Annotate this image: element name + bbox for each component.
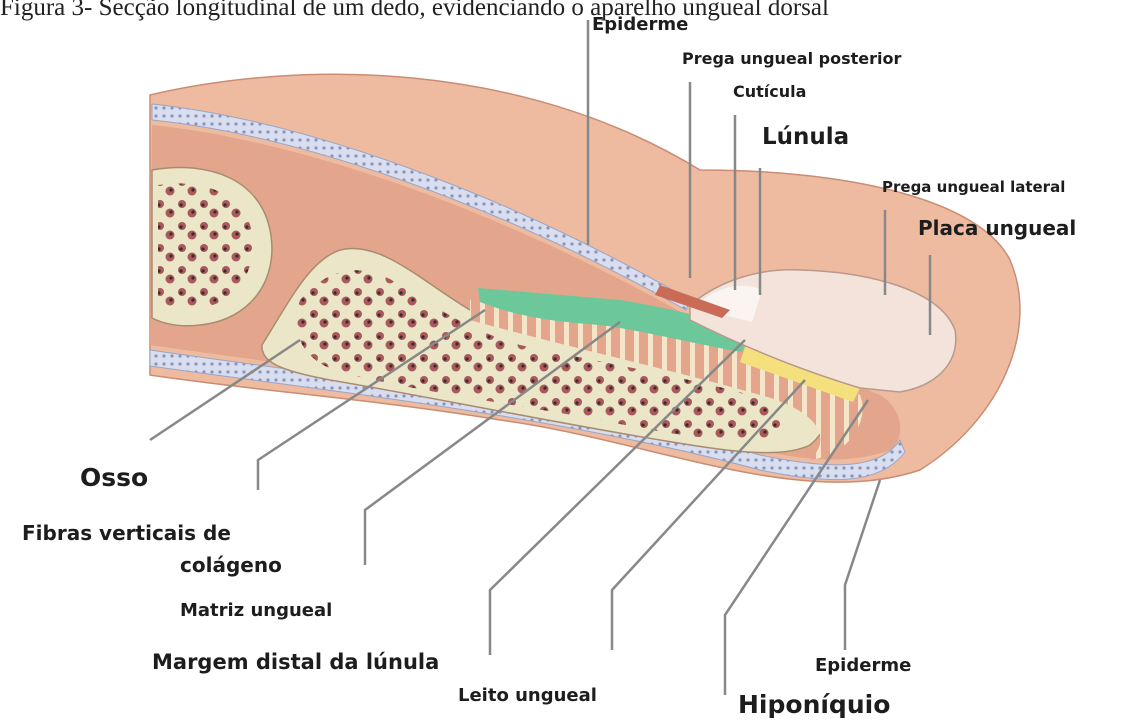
label-osso: Osso [80, 463, 148, 493]
label-hiponiquio: Hiponíquio [738, 690, 890, 720]
label-fibras-line1: Fibras verticais de [22, 521, 231, 545]
leader-epiderme-bottom [845, 480, 880, 650]
label-prega-ungueal-posterior: Prega ungueal posterior [682, 49, 901, 68]
label-epiderme-bottom: Epiderme [815, 655, 911, 677]
label-prega-ungueal-lateral: Prega ungueal lateral [882, 178, 1065, 196]
label-placa-ungueal: Placa ungueal [918, 216, 1076, 240]
label-fibras-line2: colágeno [180, 553, 282, 577]
label-matriz-ungueal: Matriz ungueal [180, 600, 332, 622]
label-margem-distal-lunula: Margem distal da lúnula [152, 650, 439, 675]
label-epiderme-top: Epiderme [592, 14, 688, 36]
label-leito-ungueal: Leito ungueal [458, 685, 597, 707]
label-cuticula: Cutícula [733, 82, 806, 101]
label-lunula: Lúnula [762, 124, 849, 152]
